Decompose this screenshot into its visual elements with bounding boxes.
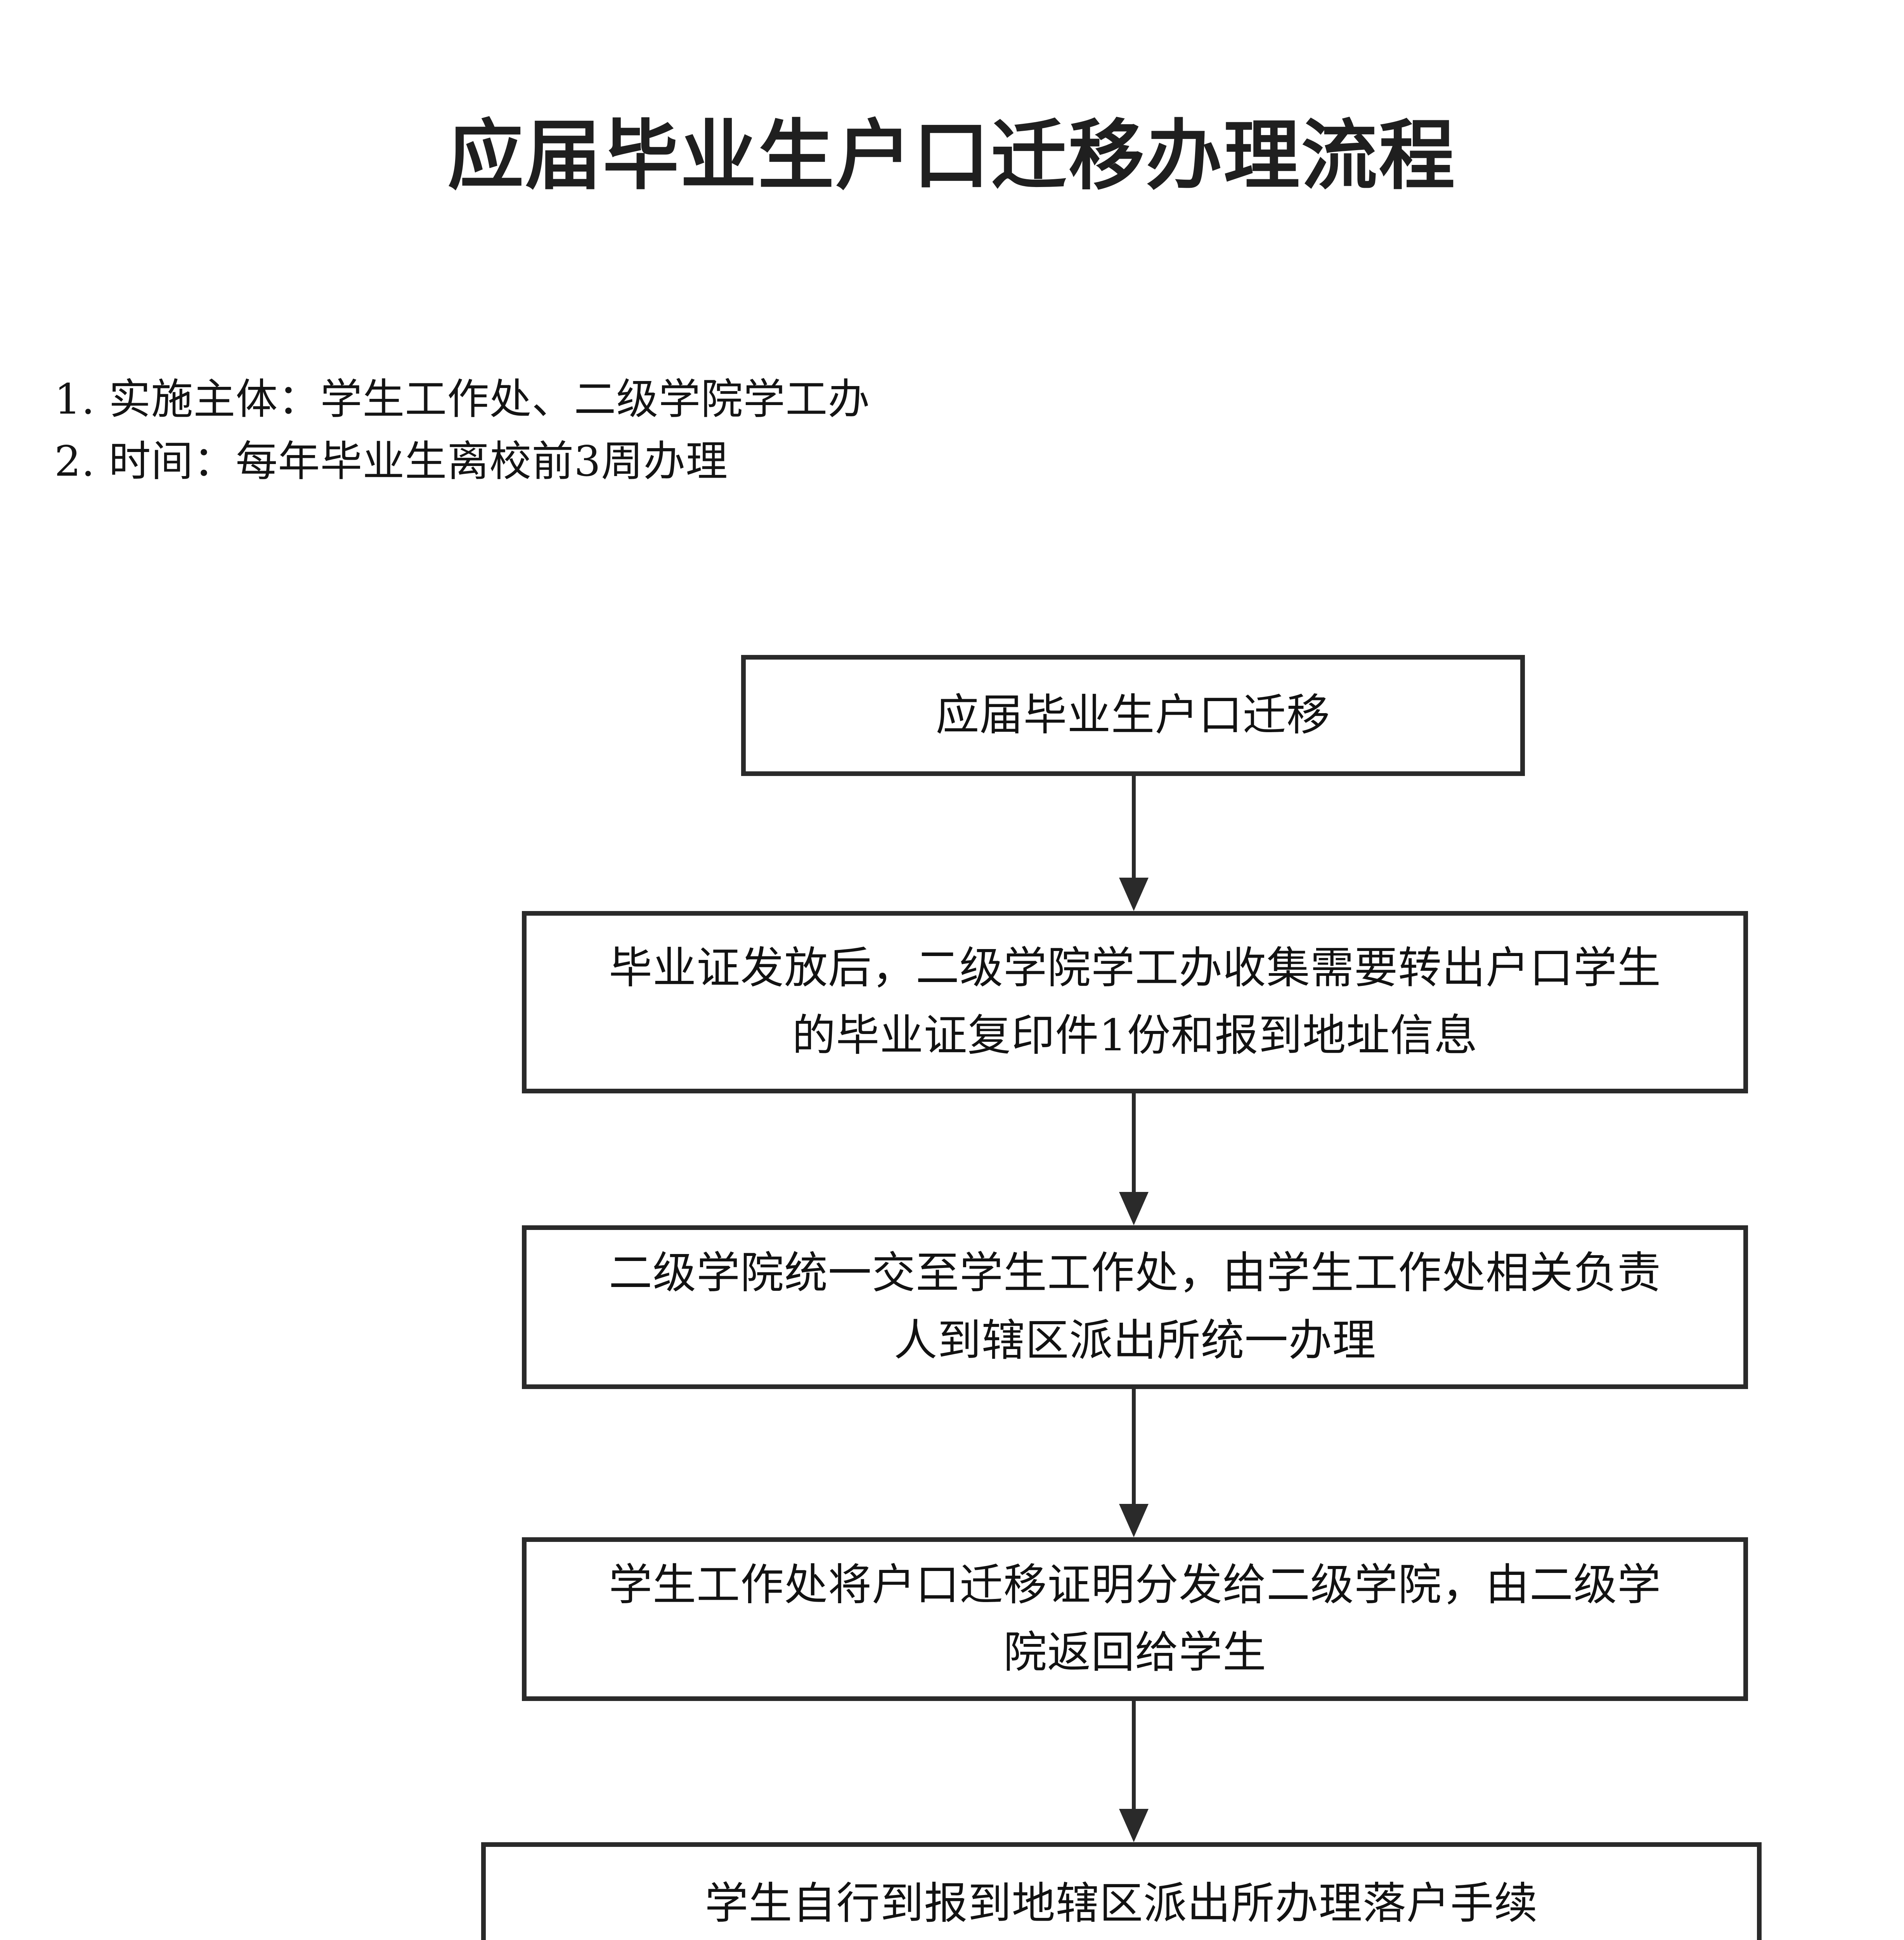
flow-arrow-1-stem [1132,776,1136,878]
flow-node-start-text: 应届毕业生户口迁移 [936,682,1331,749]
flow-node-end-line-1: 学生自行到报到地辖区派出所办理落户手续 [705,1878,1538,1929]
arrow-down-icon [1119,878,1149,911]
flow-node-step-2[interactable]: 二级学院统一交至学生工作处，由学生工作处相关负责 人到辖区派出所统一办理 [522,1225,1748,1389]
arrow-down-icon [1119,1192,1149,1225]
flow-node-start-line-1: 应届毕业生户口迁移 [936,690,1331,741]
flow-node-end[interactable]: 学生自行到报到地辖区派出所办理落户手续 [481,1842,1762,1940]
flow-arrow-4-stem [1132,1701,1136,1809]
intro-note-2: 2. 时间：每年毕业生离校前3周办理 [54,437,728,486]
flow-node-step-2-line-2: 人到辖区派出所统一办理 [894,1315,1376,1366]
arrow-down-icon [1119,1809,1149,1842]
flow-node-step-3-line-2: 院返回给学生 [1003,1627,1266,1678]
arrow-down-icon [1119,1504,1149,1537]
flow-node-step-1-line-2: 的毕业证复印件1份和报到地址信息 [792,1010,1478,1061]
flow-node-step-3[interactable]: 学生工作处将户口迁移证明分发给二级学院，由二级学 院返回给学生 [522,1537,1748,1701]
flow-node-step-1-text: 毕业证发放后，二级学院学工办收集需要转出户口学生 的毕业证复印件1份和报到地址信… [609,935,1661,1069]
flow-node-step-3-line-1: 学生工作处将户口迁移证明分发给二级学院，由二级学 [609,1560,1661,1611]
intro-note-1: 1. 实施主体：学生工作处、二级学院学工办 [54,375,870,424]
page-title: 应届毕业生户口迁移办理流程 [447,112,1457,200]
intro-notes: 1. 实施主体：学生工作处、二级学院学工办 2. 时间：每年毕业生离校前3周办理 [54,369,1451,493]
flow-node-step-1[interactable]: 毕业证发放后，二级学院学工办收集需要转出户口学生 的毕业证复印件1份和报到地址信… [522,911,1748,1093]
flow-node-step-2-text: 二级学院统一交至学生工作处，由学生工作处相关负责 人到辖区派出所统一办理 [609,1240,1661,1374]
flow-node-step-3-text: 学生工作处将户口迁移证明分发给二级学院，由二级学 院返回给学生 [609,1552,1661,1686]
flow-node-step-1-line-1: 毕业证发放后，二级学院学工办收集需要转出户口学生 [609,943,1661,994]
flow-arrow-2-stem [1132,1093,1136,1192]
flow-node-step-2-line-1: 二级学院统一交至学生工作处，由学生工作处相关负责 [609,1248,1661,1299]
flow-arrow-3-stem [1132,1389,1136,1504]
flow-node-end-text: 学生自行到报到地辖区派出所办理落户手续 [705,1870,1538,1938]
flow-node-start[interactable]: 应届毕业生户口迁移 [741,655,1525,776]
